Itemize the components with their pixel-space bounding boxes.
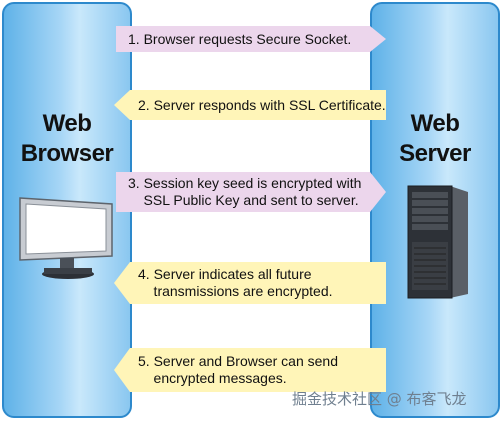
web-server-title-line2: Server [399,140,471,167]
web-server-title: Web Server [372,109,498,169]
message-1-text: 1. Browser requests Secure Socket. [128,30,352,47]
web-browser-title-line1: Web [42,110,92,137]
web-server-title-line1: Web [410,110,460,137]
message-4-text: 4. Server indicates all future transmiss… [138,266,333,299]
server-tower-icon [407,185,468,299]
watermark: 掘金技术社区 @ 布客飞龙 [292,390,467,408]
message-arrow-1: 1. Browser requests Secure Socket. [116,26,386,52]
message-arrow-2: 2. Server responds with SSL Certificate. [114,90,386,120]
message-arrow-5: 5. Server and Browser can send encrypted… [114,348,386,392]
web-browser-pillar: Web Browser [2,2,132,418]
message-2-text: 2. Server responds with SSL Certificate. [138,96,386,113]
message-arrow-4: 4. Server indicates all future transmiss… [114,262,386,304]
web-browser-title-line2: Browser [20,140,114,167]
message-3-text: 3. Session key seed is encrypted with SS… [128,175,362,208]
monitor-icon [19,197,113,279]
message-5-text: 5. Server and Browser can send encrypted… [138,353,338,386]
web-server-pillar: Web Server [370,2,500,418]
web-browser-title: Web Browser [4,109,130,169]
message-arrow-3: 3. Session key seed is encrypted with SS… [116,172,386,212]
